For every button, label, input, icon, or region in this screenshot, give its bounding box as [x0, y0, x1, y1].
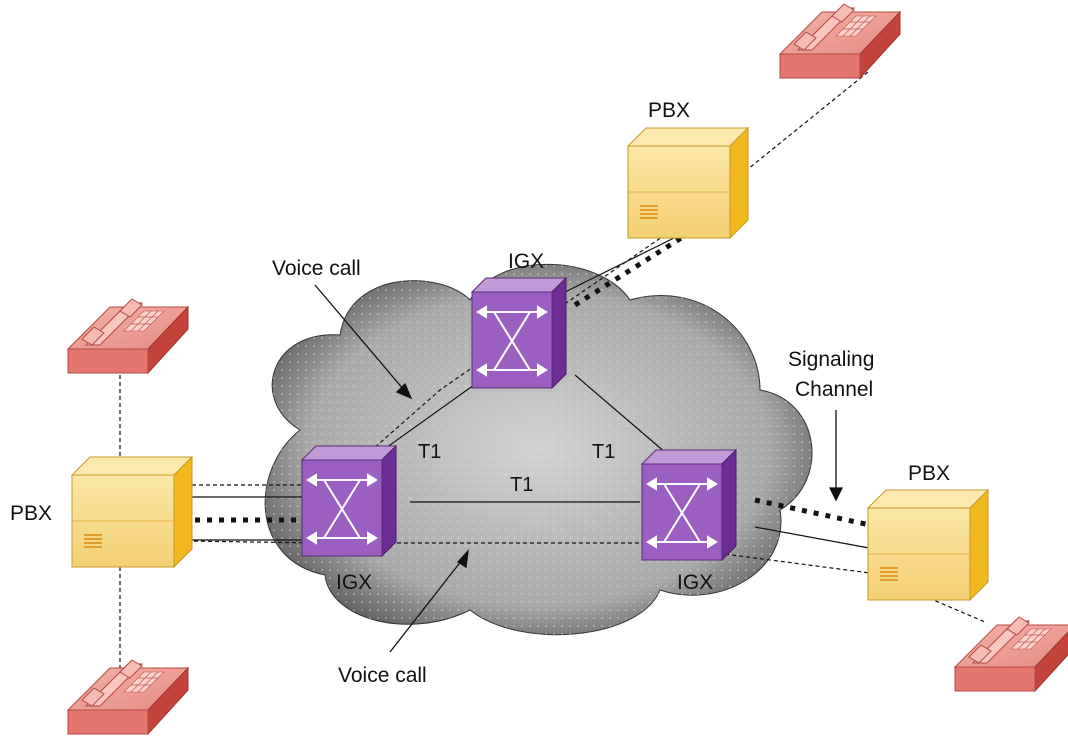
label-voice-call-bottom: Voice call [338, 664, 427, 687]
label-signaling: Signaling [788, 348, 874, 371]
label-t1-middle: T1 [510, 474, 533, 496]
label-channel: Channel [795, 378, 873, 401]
label-t1-left: T1 [418, 441, 441, 463]
telephone-left-bottom [67, 659, 189, 735]
telephone-right [954, 616, 1068, 692]
label-pbx-top: PBX [648, 99, 690, 122]
label-igx-left: IGX [336, 571, 372, 594]
telephone-left-top [67, 298, 189, 374]
label-t1-right: T1 [592, 441, 615, 463]
label-igx-right: IGX [677, 571, 713, 594]
label-voice-call-top: Voice call [272, 257, 361, 280]
pbx-left [71, 456, 193, 568]
label-igx-top: IGX [508, 250, 544, 273]
signaling-channel-right [754, 497, 871, 528]
igx-switch-top [471, 277, 567, 389]
pbx-top [627, 127, 749, 239]
label-pbx-right: PBX [908, 462, 950, 485]
signaling-channel-top [573, 232, 688, 308]
label-pbx-left: PBX [10, 502, 52, 525]
igx-switch-left [301, 445, 397, 557]
telephone-top-right [779, 3, 901, 79]
pbx-right [867, 489, 989, 601]
igx-switch-right [641, 449, 737, 561]
